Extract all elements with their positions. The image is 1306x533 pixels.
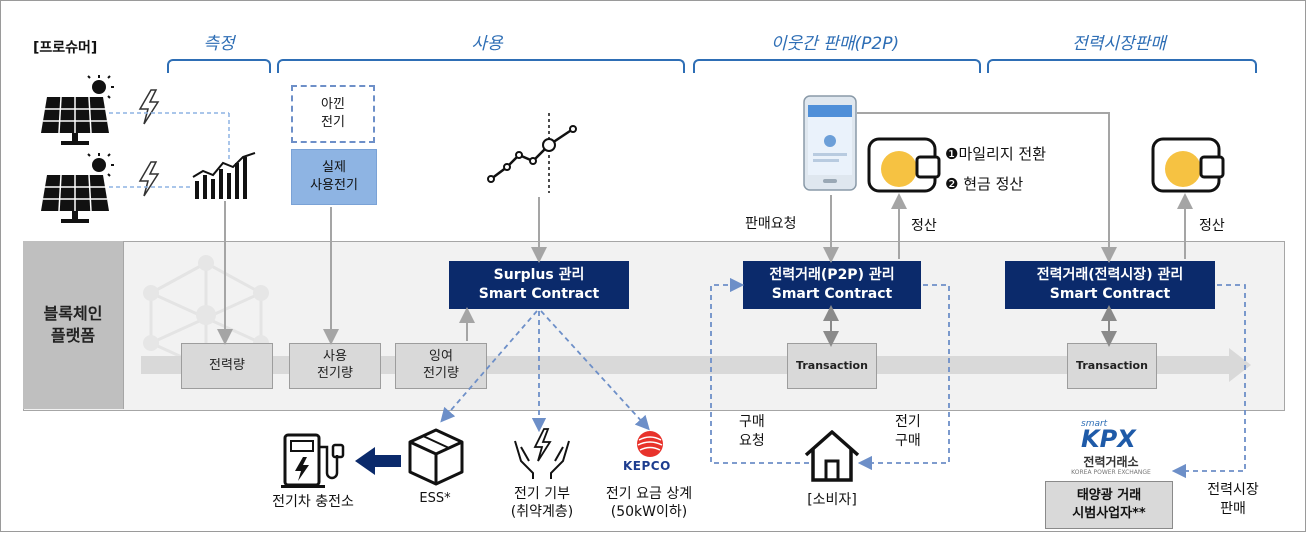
cash-settlement-label: ❷ 현금 정산: [945, 175, 1024, 193]
prosumer-label: [프로슈머]: [33, 40, 98, 56]
trend-line-icon: [487, 113, 577, 193]
sale-request-label: 판매요청: [745, 216, 797, 232]
market-sale-label: 전력시장 판매: [1207, 482, 1259, 517]
section-market-bracket: [987, 59, 1257, 73]
kpx-logo: KPX: [1081, 425, 1136, 453]
section-use-title: 사용: [471, 34, 503, 54]
section-use-bracket: [277, 59, 685, 73]
kepco-logo-text: KEPCO: [623, 459, 671, 473]
ev-charger-icon: [281, 433, 345, 488]
section-measure-bracket: [167, 59, 271, 73]
transaction-box-market: Transaction: [1067, 343, 1157, 389]
power-amount-box: 전력량: [181, 343, 273, 389]
p2p-contract-title: 전력거래(P2P) 관리: [769, 267, 895, 284]
blockchain-platform-label: 블록체인 플랫폼: [23, 241, 124, 409]
kpx-english-name: KOREA POWER EXCHANGE: [1071, 469, 1151, 476]
market-contract-subtitle: Smart Contract: [1049, 286, 1171, 302]
market-contract-title: 전력거래(전력시장) 관리: [1036, 267, 1184, 284]
market-smart-contract: 전력거래(전력시장) 관리 Smart Contract: [1005, 261, 1215, 309]
solar-panel-icon: [41, 153, 114, 223]
gray-flow-lines: [217, 112, 1193, 345]
ev-arrow-spacer: [361, 450, 401, 470]
ev-charging-label: 전기차 충전소: [272, 494, 354, 510]
p2p-contract-subtitle: Smart Contract: [771, 286, 893, 302]
blue-dashed-flows: [440, 277, 1246, 479]
consumer-label: [소비자]: [807, 492, 857, 508]
section-market-title: 전력시장판매: [1072, 34, 1166, 54]
section-p2p-bracket: [693, 59, 981, 73]
power-purchase-label: 전기 구매: [895, 414, 921, 449]
smartphone-icon: [803, 95, 857, 191]
wallet-icon: [867, 137, 941, 193]
house-icon: [804, 430, 860, 482]
mileage-conversion-label: ❶마일리지 전환: [945, 145, 1047, 163]
surplus-contract-subtitle: Smart Contract: [478, 286, 600, 302]
arrow-left-icon: [355, 447, 401, 475]
saved-electricity-box: 아낀 전기: [291, 85, 375, 143]
kpx-name: 전력거래소: [1083, 455, 1139, 469]
bill-offset-label: 전기 요금 상계 (50kW이하): [605, 486, 693, 521]
surplus-power-box: 잉여 전기량: [395, 343, 487, 389]
p2p-smart-contract: 전력거래(P2P) 관리 Smart Contract: [743, 261, 921, 309]
solar-panel-icon: [41, 75, 114, 145]
wallet-icon: [1151, 137, 1225, 193]
meter-chart-icon: [192, 152, 256, 199]
surplus-contract-title: Surplus 관리: [493, 267, 585, 284]
section-measure-title: 측정: [203, 34, 235, 54]
donation-hands-icon: [514, 428, 570, 479]
actual-usage-box: 실제 사용전기: [291, 149, 377, 205]
market-settlement-label: 정산: [1199, 218, 1225, 234]
section-p2p-title: 이웃간 판매(P2P): [770, 34, 900, 54]
transaction-links: [823, 305, 1117, 347]
kpx-small-text: smart: [1081, 419, 1108, 429]
used-power-box: 사용 전기량: [289, 343, 381, 389]
lightning-icon: [138, 161, 160, 197]
donation-label: 전기 기부 (취약계층): [510, 486, 574, 521]
purchase-request-label: 구매 요청: [739, 414, 765, 449]
ess-box-icon: [408, 428, 464, 486]
ess-label: ESS*: [419, 491, 451, 506]
surplus-smart-contract: Surplus 관리 Smart Contract: [449, 261, 629, 309]
p2p-settlement-label: 정산: [911, 218, 937, 234]
solar-dashed-lines: [109, 112, 230, 188]
kepco-logo-icon: [637, 431, 663, 457]
pilot-operator-box: 태양광 거래 시범사업자**: [1045, 481, 1173, 529]
